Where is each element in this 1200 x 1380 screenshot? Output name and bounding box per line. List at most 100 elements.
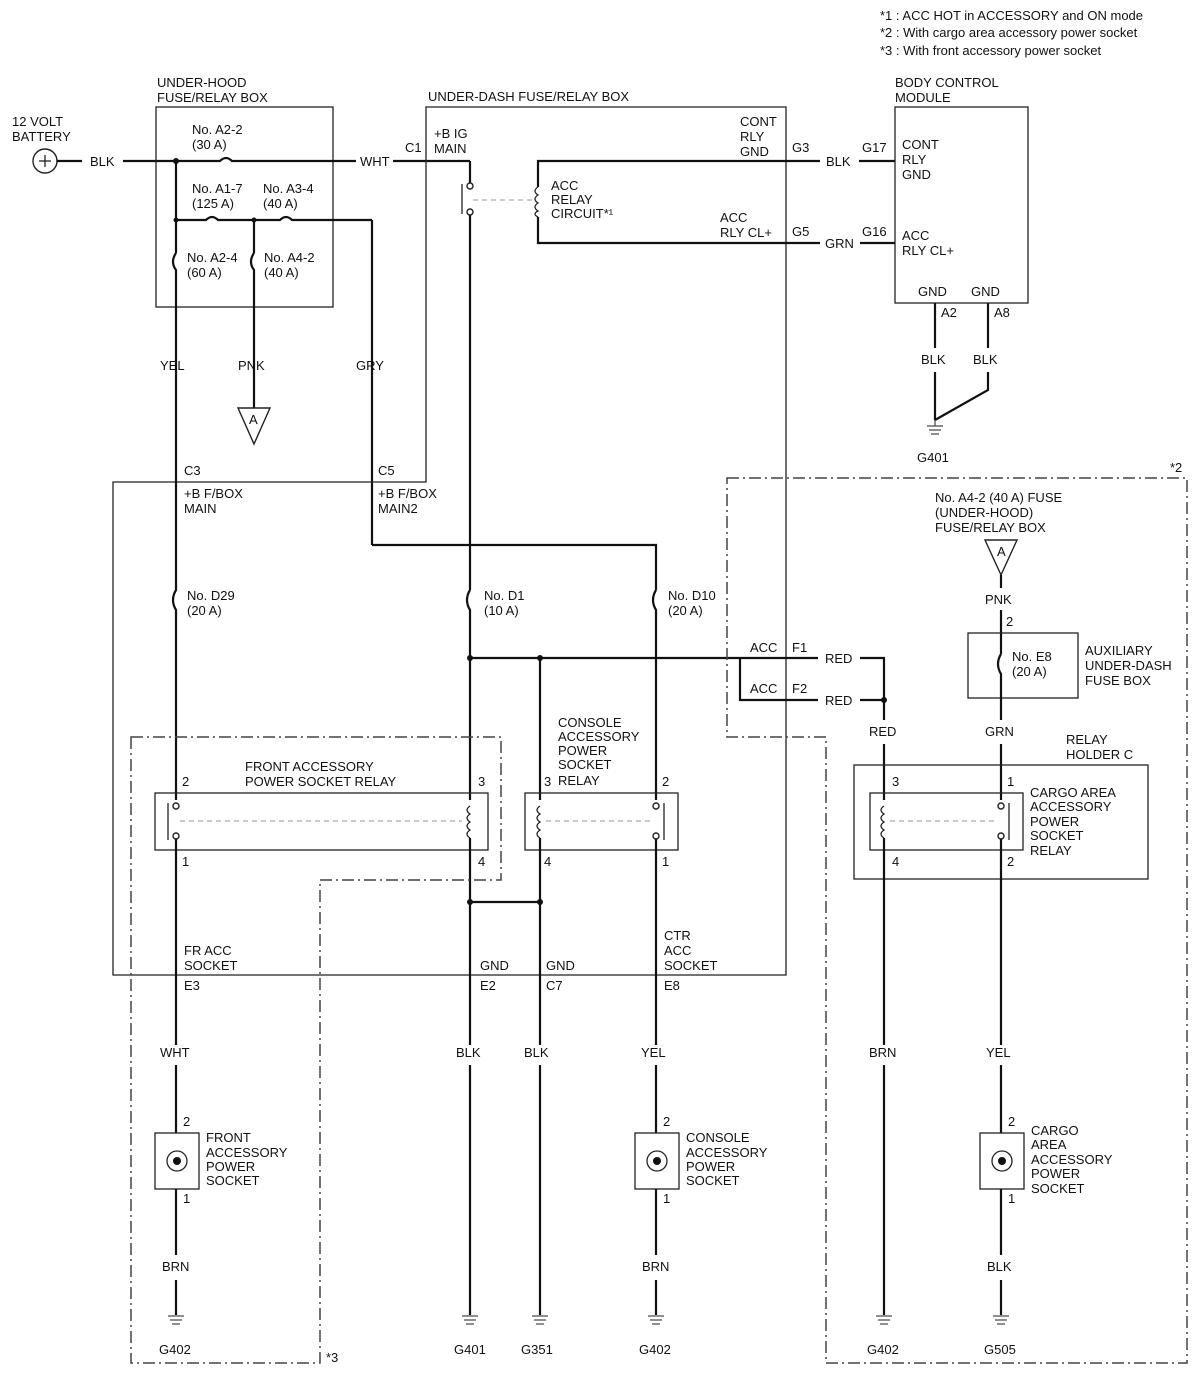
bcm-cont-rly-gnd-3: GND [902,167,931,182]
fuse-d29-rating: (20 A) [187,603,222,618]
cargo-socket-title-5: SOCKET [1031,1181,1085,1196]
wire-blk-g3-g17: BLK [826,154,851,169]
cargo-relay-pin-3: 3 [892,774,899,789]
option-boundary-cargo [726,477,1188,1364]
wire-wht-front: WHT [160,1045,190,1060]
acc-relay-circuit-3: CIRCUIT*¹ [551,206,614,221]
ground-icon-4 [648,1315,664,1325]
acc-red-wires: RED RED RED [786,651,896,800]
console-socket-title-3: POWER [686,1159,735,1174]
cargo-relay-pin-2: 2 [1007,854,1014,869]
fuse-a1-7-name: No. A1-7 [192,181,243,196]
front-relay-pin-4: 4 [478,854,485,869]
fuse-d10-name: No. D10 [668,588,716,603]
note-2: *2 : With cargo area accessory power soc… [880,25,1138,40]
fuse-a2-4-rating: (60 A) [187,265,222,280]
bcm-pin-g17: G17 [862,140,887,155]
fuse-d29-icon [171,470,178,800]
ground-icon-2 [462,1315,478,1325]
cargo-relay-title-1: CARGO AREA [1030,785,1116,800]
fuse-d29-name: No. D29 [187,588,235,603]
console-socket-pin-1: 1 [663,1191,670,1206]
wire-grn-g5-g16: GRN [825,236,854,251]
wire-blk-cargo: BLK [987,1259,1012,1274]
wire-red-f1: RED [825,651,852,666]
under-hood-fuse-relay-box: UNDER-HOOD FUSE/RELAY BOX No. A2-2 (30 A… [155,75,470,545]
front-socket-title-4: SOCKET [206,1173,260,1188]
ctr-acc-socket-3: SOCKET [664,958,718,973]
fuse-a1-7-rating: (125 A) [192,196,234,211]
front-relay-pin-2: 2 [182,774,189,789]
relay-holder-title-1: RELAY [1066,732,1108,747]
bcm-cont-rly-gnd-2: RLY [902,152,927,167]
pin-c7: C7 [546,978,563,993]
bcm-title-1: BODY CONTROL [895,75,999,90]
wire-blk-a8: BLK [973,352,998,367]
front-socket-title-3: POWER [206,1159,255,1174]
aux-pin-in: 2 [1006,614,1013,629]
front-socket-title-1: FRONT [206,1130,251,1145]
console-relay-pin-2: 2 [662,774,669,789]
fuse-a2-4-icon [171,252,178,470]
aux-source-3: FUSE/RELAY BOX [935,520,1046,535]
bcm-cont-rly-gnd-1: CONT [902,137,939,152]
fuse-a2-2-icon [200,156,356,163]
bcm-gnd-1: GND [918,284,947,299]
wire-blk-a2: BLK [921,352,946,367]
label-gnd-1: GND [480,958,509,973]
under-dash-fuse-relay-box: UNDER-DASH FUSE/RELAY BOX C1 +B IG MAIN … [112,89,809,993]
aux-source-2: (UNDER-HOOD) [935,505,1033,520]
cargo-relay-title-4: SOCKET [1030,828,1084,843]
bf-box-main2-2: MAIN2 [378,501,418,516]
front-relay-pin-1: 1 [182,854,189,869]
ground-label-1: G402 [159,1342,191,1357]
bcm-gnd-2: GND [971,284,1000,299]
pin-f2: F2 [792,681,807,696]
console-socket-pin-2: 2 [663,1114,670,1129]
wire-brn-front: BRN [162,1259,189,1274]
connector-a-right: A [997,544,1006,559]
label-gnd-2: GND [546,958,575,973]
pin-c5: C5 [378,463,395,478]
ground-label-2: G401 [454,1342,486,1357]
ground-icon-6 [993,1315,1009,1325]
ctr-acc-socket-1: CTR [664,928,691,943]
fuse-a3-4-name: No. A3-4 [263,181,314,196]
battery-label-1: 12 VOLT [12,114,63,129]
front-relay-title-2: POWER SOCKET RELAY [245,774,397,789]
bf-box-main-2: MAIN [184,501,217,516]
front-relay: FRONT ACCESSORY POWER SOCKET RELAY 2 3 1… [154,759,489,1045]
console-relay-coil-icon [536,805,542,839]
note-3: *3 : With front accessory power socket [880,43,1101,58]
console-relay-title-3: POWER [558,743,607,758]
battery: 12 VOLT BATTERY BLK [12,114,200,174]
console-socket-title-1: CONSOLE [686,1130,750,1145]
fuse-a3-4-rating: (40 A) [263,196,298,211]
front-socket-pin-1: 1 [183,1191,190,1206]
wire-gry: GRY [356,358,384,373]
big-main-2: MAIN [434,141,467,156]
connector-a-triangle-right [983,539,1019,577]
console-relay-pin-4: 4 [544,854,551,869]
pin-c1: C1 [405,140,422,155]
acc-rly-cl-2: RLY CL+ [720,225,772,240]
fuse-a4-2-icon [249,252,256,408]
aux-title-2: UNDER-DASH [1085,658,1172,673]
wire-wht-c1: WHT [360,154,390,169]
bcm-title-2: MODULE [895,90,951,105]
wire-yel: YEL [160,358,185,373]
battery-label-2: BATTERY [12,129,71,144]
pin-e8: E8 [664,978,680,993]
cargo-socket-title-2: AREA [1031,1137,1067,1152]
bcm-acc-rly-cl-1: ACC [902,228,929,243]
ground-icon-1 [168,1315,184,1325]
wire-brn-cargo-relay: BRN [869,1045,896,1060]
console-relay-title-1: CONSOLE [558,715,622,730]
fuse-d1-icon [465,589,472,800]
ground-label-5: G402 [867,1342,899,1357]
fuse-e8-name: No. E8 [1012,649,1052,664]
wire-yel-e8: YEL [641,1045,666,1060]
label-acc-1: ACC [750,640,777,655]
wire-yel-cargo: YEL [986,1045,1011,1060]
